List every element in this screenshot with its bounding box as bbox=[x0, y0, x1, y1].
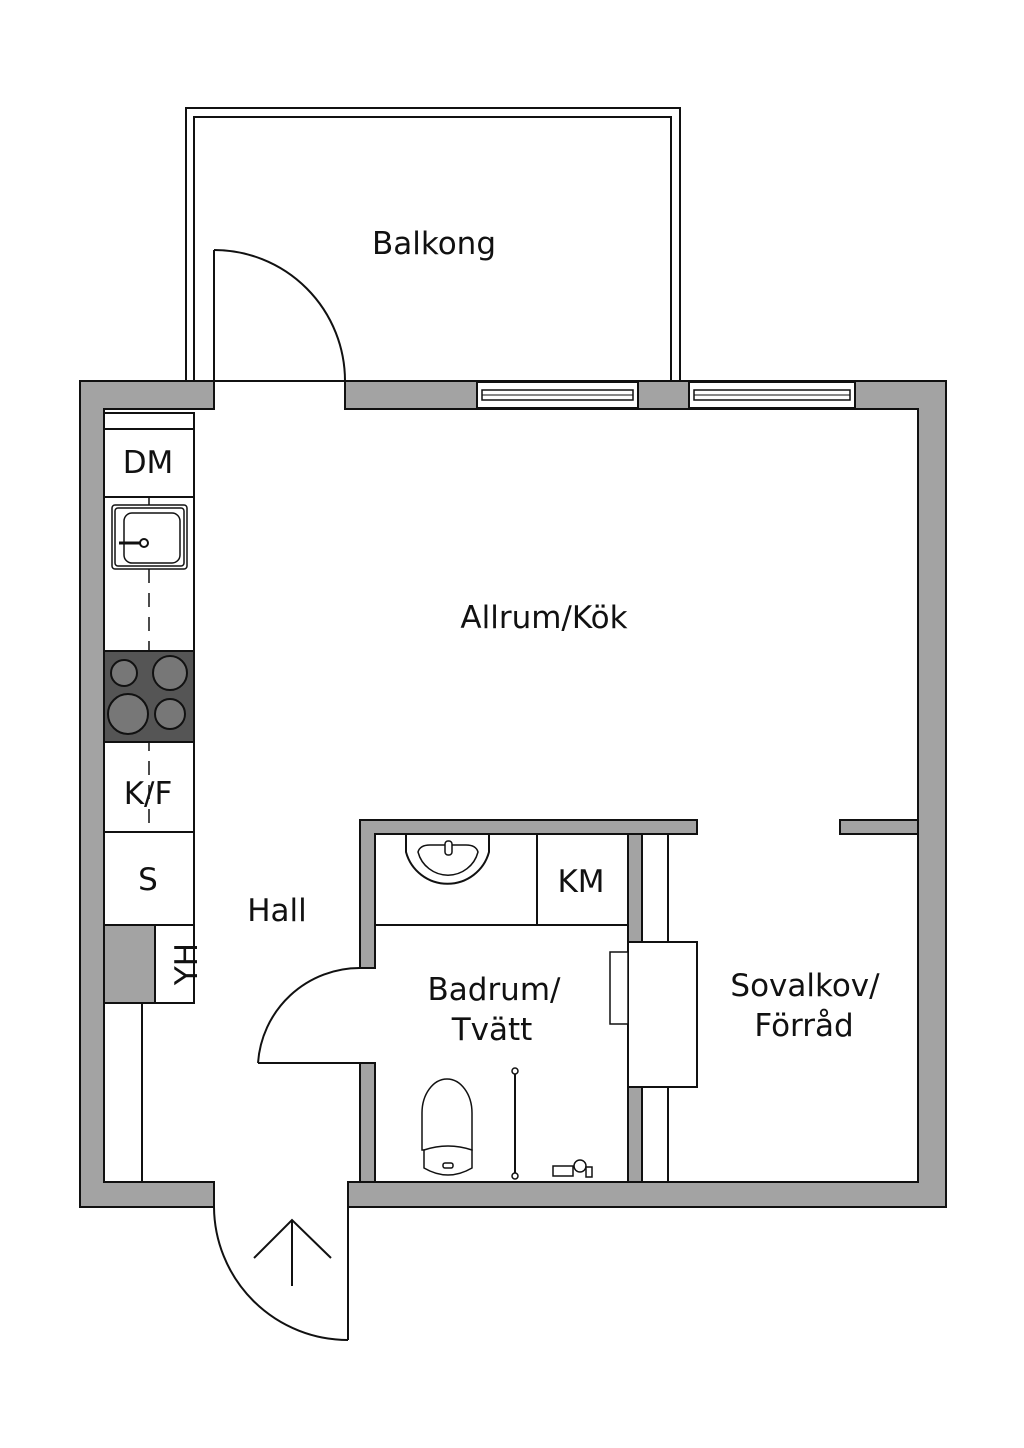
room-label-alcove-1: Sovalkov/ bbox=[730, 968, 880, 1004]
window-left bbox=[476, 381, 639, 409]
washbasin-icon bbox=[405, 834, 490, 885]
hall-closet bbox=[104, 1002, 194, 1182]
window-right bbox=[688, 381, 856, 409]
room-label-balcony: Balkong bbox=[372, 226, 496, 262]
fridge-freezer-label: K/F bbox=[124, 776, 173, 812]
entrance-door[interactable] bbox=[213, 1206, 349, 1341]
entrance-arrow-icon bbox=[253, 1218, 332, 1286]
balcony-door[interactable] bbox=[213, 249, 346, 382]
room-label-bathroom-1: Badrum/ bbox=[428, 972, 562, 1008]
shaft bbox=[103, 924, 156, 1004]
room-label-alcove-2: Förråd bbox=[754, 1008, 853, 1044]
floor-drain-icon bbox=[552, 1159, 593, 1178]
room-label-bathroom-2: Tvätt bbox=[451, 1012, 533, 1048]
washing-machine-label: KM bbox=[557, 864, 604, 900]
room-label-hall: Hall bbox=[247, 893, 307, 929]
balcony-door-opening bbox=[215, 380, 344, 410]
wardrobe-label: S bbox=[138, 862, 158, 898]
room-label-living-kitchen: Allrum/Kök bbox=[460, 600, 627, 636]
interior-floor bbox=[103, 408, 919, 1183]
kitchen-sink-icon bbox=[111, 504, 188, 570]
bathroom-door[interactable] bbox=[257, 966, 361, 1064]
coat-closet-label: YH bbox=[169, 943, 205, 986]
stove-icon bbox=[103, 650, 195, 743]
dishwasher-label: DM bbox=[123, 445, 174, 481]
bathroom-counter bbox=[375, 834, 628, 926]
towel-rail-icon bbox=[511, 1067, 519, 1180]
alcove-wardrobe bbox=[609, 941, 698, 1088]
toilet-icon bbox=[421, 1078, 473, 1176]
entrance-opening bbox=[215, 1181, 347, 1208]
